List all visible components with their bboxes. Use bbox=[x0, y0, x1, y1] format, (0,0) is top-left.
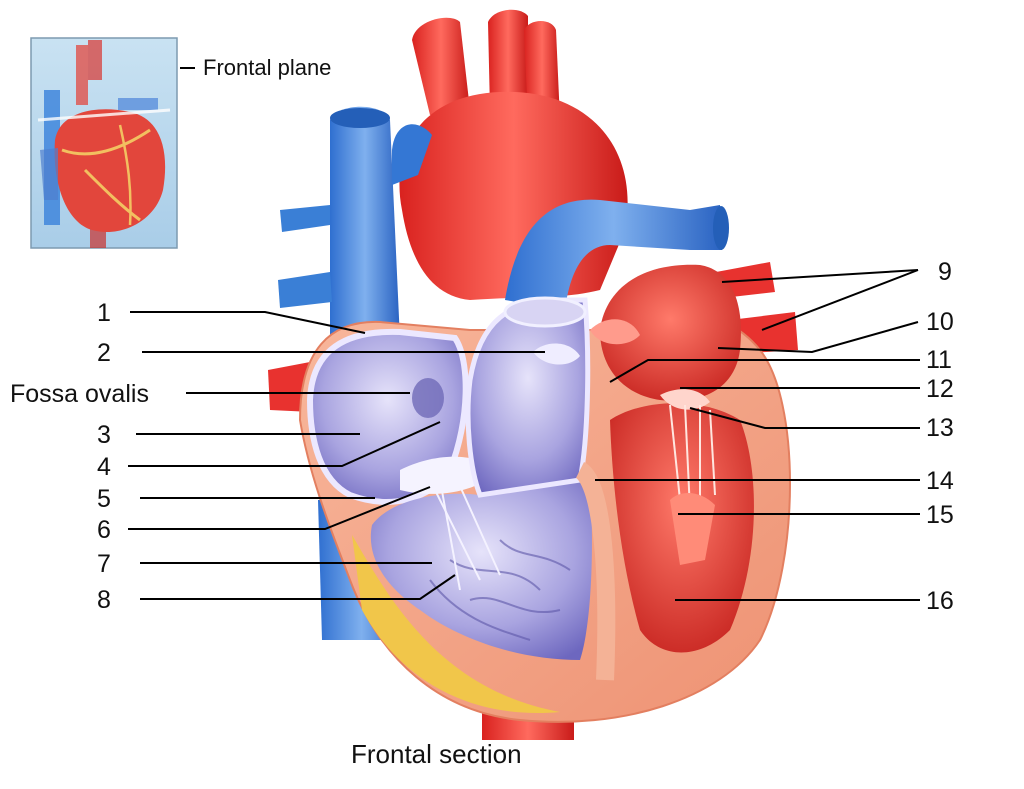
superior-vena-cava bbox=[330, 106, 400, 340]
label-1: 1 bbox=[97, 299, 111, 327]
right-pulmonary-artery-lower bbox=[278, 272, 332, 308]
label-3: 3 bbox=[97, 421, 111, 449]
label-8: 8 bbox=[97, 586, 111, 614]
pulmonary-valve bbox=[533, 343, 580, 365]
label-10: 10 bbox=[926, 308, 954, 336]
label-14: 14 bbox=[926, 467, 954, 495]
brachiocephalic-trunk bbox=[412, 17, 470, 116]
label-12: 12 bbox=[926, 375, 954, 403]
label-4: 4 bbox=[97, 453, 111, 481]
frontal-plane-label: Frontal plane bbox=[203, 55, 331, 80]
leader-4 bbox=[128, 421, 441, 467]
right-pulmonary-artery-upper bbox=[280, 205, 330, 232]
papillary-muscle bbox=[670, 493, 715, 565]
pulmonary-trunk bbox=[505, 199, 722, 310]
leader-11 bbox=[609, 359, 920, 383]
label-16: 16 bbox=[926, 587, 954, 615]
left-common-carotid bbox=[488, 9, 528, 110]
epicardial-fat bbox=[352, 535, 560, 714]
figure-caption: Frontal section bbox=[351, 739, 522, 769]
label-7: 7 bbox=[97, 550, 111, 578]
label-5: 5 bbox=[97, 485, 111, 513]
pulmonary-opening bbox=[503, 296, 587, 328]
frontal-plane-inset bbox=[30, 37, 178, 249]
right-leaders bbox=[595, 269, 920, 601]
label-11: 11 bbox=[926, 346, 952, 374]
label-9: 9 bbox=[938, 258, 952, 286]
label-13: 13 bbox=[926, 414, 954, 442]
leader-13 bbox=[689, 407, 920, 429]
leader-1 bbox=[130, 311, 366, 334]
fossa-ovalis bbox=[412, 378, 444, 418]
label-6: 6 bbox=[97, 516, 111, 544]
left-pulmonary-artery-end bbox=[713, 206, 729, 250]
heart-illustration bbox=[268, 9, 798, 740]
svc-opening bbox=[330, 108, 390, 128]
aortic-valve bbox=[590, 319, 640, 345]
mitral-valve bbox=[660, 389, 710, 410]
right-chordae bbox=[429, 474, 501, 591]
label-fossa-ovalis: Fossa ovalis bbox=[10, 380, 149, 408]
trabeculae bbox=[429, 539, 571, 641]
label-2: 2 bbox=[97, 339, 111, 367]
pulmonary-trunk-interior bbox=[465, 297, 591, 498]
label-15: 15 bbox=[926, 501, 954, 529]
left-leaders bbox=[128, 311, 545, 600]
leader-9a bbox=[721, 269, 919, 283]
azygos-branch bbox=[392, 124, 432, 185]
interventricular-septum bbox=[574, 461, 616, 681]
leader-8 bbox=[140, 574, 456, 600]
leader-6 bbox=[128, 486, 431, 530]
leader-9b bbox=[761, 269, 919, 331]
leader-10 bbox=[717, 321, 919, 354]
